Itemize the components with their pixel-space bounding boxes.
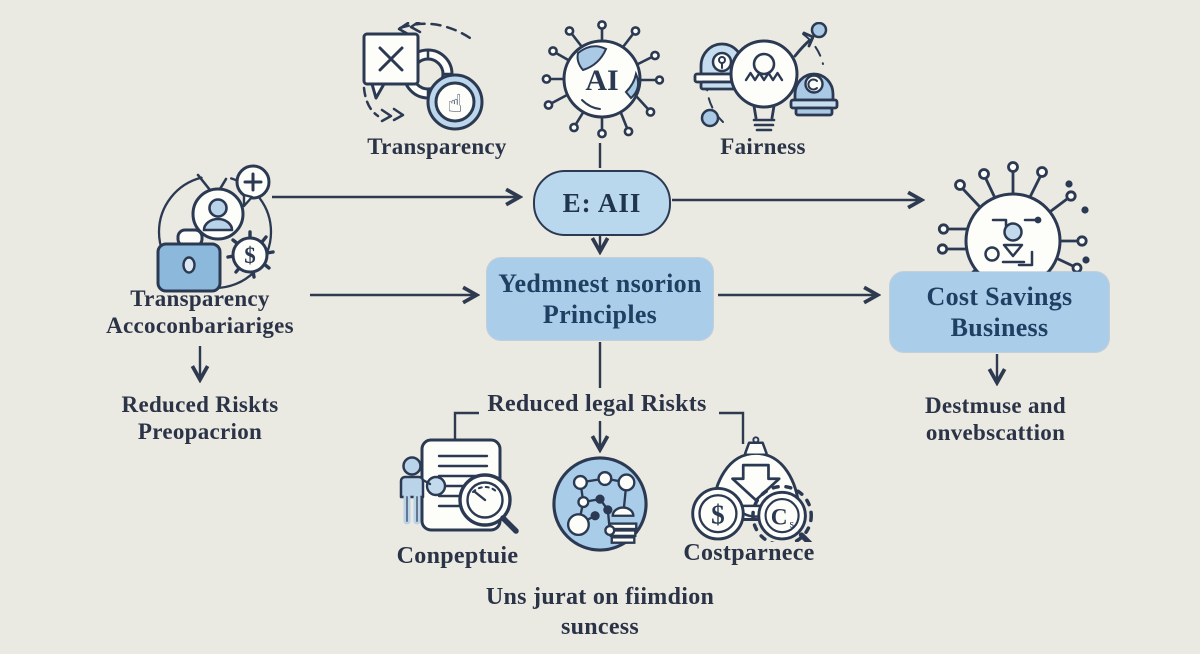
reduced-legal-risks-label: Reduced legal Riskts	[487, 391, 707, 417]
conpeptue-label: Conpeptuie	[396, 543, 519, 569]
network-graph-circle-icon	[552, 456, 648, 552]
document-review-icon	[399, 438, 519, 534]
svg-text:s: s	[790, 517, 795, 530]
bottom-caption: Uns jurat on fiimdion suncess	[485, 584, 715, 640]
svg-text:☝: ☝	[447, 89, 462, 118]
fairness-lightbulb-icon	[693, 22, 839, 132]
cost-line2: Business	[950, 313, 1049, 342]
svg-text:$: $	[244, 243, 256, 268]
cost-line1: Cost Savings	[926, 282, 1073, 311]
stakeholder-audit-icon: $	[156, 164, 275, 293]
ai-network-globe-icon: AI	[541, 20, 665, 139]
destmuse-label: Destmuse and onvebscattion	[925, 393, 1066, 445]
principles-node: Yedmnest nsorion Principles	[487, 258, 713, 340]
transparency-top-label: Transparency	[367, 134, 507, 159]
central-node-e-aii: E: AII	[533, 170, 671, 236]
costparnece-label: Costparnece	[683, 540, 815, 566]
transparency-cycle-icon: ☝	[362, 22, 484, 131]
svg-text:C: C	[771, 504, 788, 530]
cost-savings-node: Cost Savings Business	[890, 272, 1109, 352]
fairness-label: Fairness	[720, 134, 806, 159]
svg-text:$: $	[711, 499, 725, 529]
reduced-risks-label: Reduced Riskts Preopacrion	[121, 392, 279, 444]
principles-line2: Principles	[542, 300, 658, 329]
ai-globe-text: AI	[585, 64, 618, 97]
cost-audit-icon: $ C s	[691, 436, 813, 542]
principles-line1: Yedmnest nsorion	[498, 269, 702, 298]
transparency-accountability-label: Transparency Accoconbariariges	[106, 286, 294, 338]
